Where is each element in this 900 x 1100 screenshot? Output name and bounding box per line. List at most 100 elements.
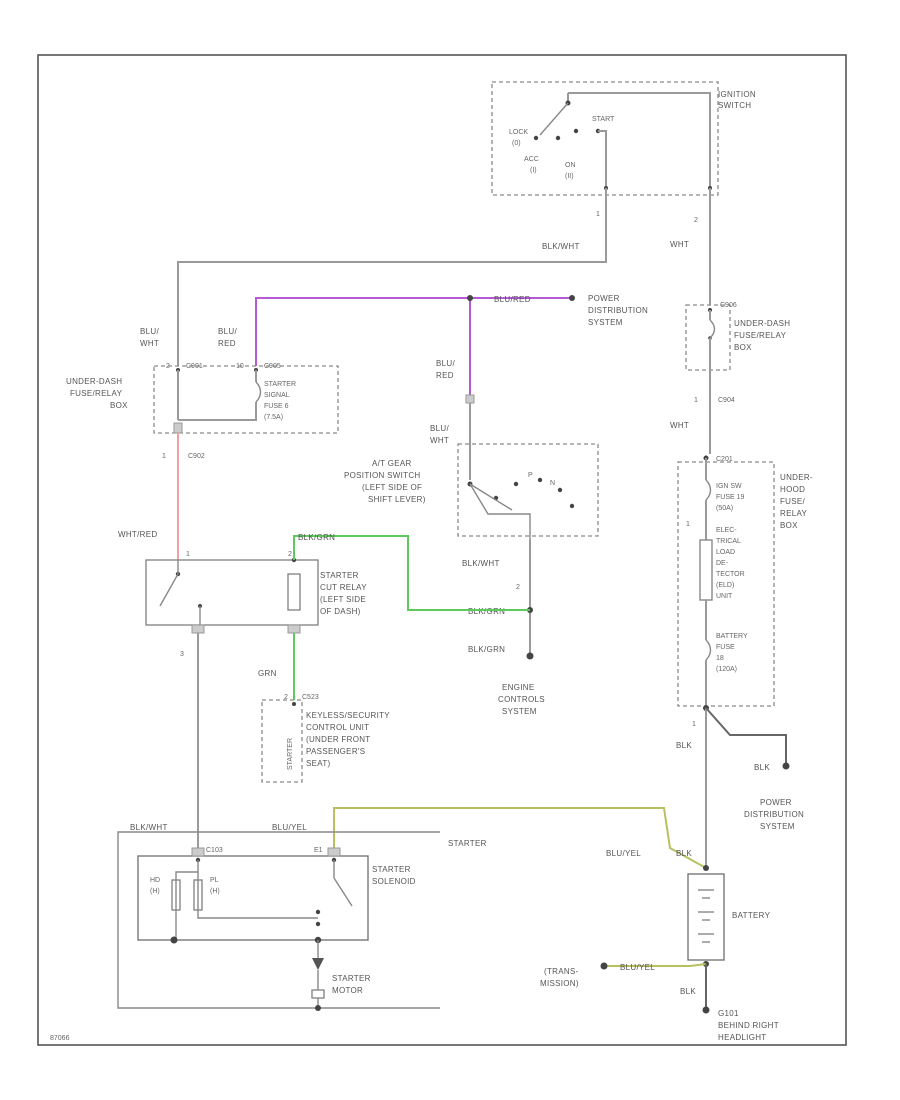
ground-g101: G101 BEHIND RIGHT HEADLIGHT <box>718 1009 779 1042</box>
starter-signal-fuse-1: STARTER <box>264 381 296 388</box>
keyless-3: (UNDER FRONT <box>306 735 370 744</box>
starter-signal-fuse-4: (7.5A) <box>264 414 283 421</box>
under-hood-5: BOX <box>780 521 798 530</box>
acc-label-2: (I) <box>530 167 537 174</box>
wire-label-blk-wht-gear: BLK/WHT <box>462 559 500 568</box>
wire-label-blk-pds: BLK <box>754 763 770 772</box>
wire-label-blk-wht-starter: BLK/WHT <box>130 823 168 832</box>
power-dist-top-3: SYSTEM <box>588 318 623 327</box>
lock-label-2: (0) <box>512 140 521 147</box>
under-hood-box: C201 UNDER- HOOD FUSE/ RELAY BOX IGN SW … <box>677 455 813 728</box>
wire-label-blk-grn-low: BLK/GRN <box>468 645 505 654</box>
under-hood-3: FUSE/ <box>780 497 806 506</box>
relay-2: CUT RELAY <box>320 583 367 592</box>
eld-3: LOAD <box>716 549 735 556</box>
eld-6: (ELD) <box>716 582 734 589</box>
wire-label-blu-wht-l2: WHT <box>140 339 159 348</box>
starter-title: STARTER <box>448 839 487 848</box>
under-dash-left-pin-10: 10 <box>236 363 244 370</box>
wire-blu-red-violet <box>255 297 570 366</box>
battery-label: BATTERY <box>732 911 771 920</box>
relay-3: (LEFT SIDE <box>320 595 366 604</box>
ign-sw-fuse-1: IGN SW <box>716 483 742 490</box>
starter-signal-fuse-3: FUSE 6 <box>264 403 289 410</box>
keyless-c523: C523 <box>302 694 319 701</box>
power-distribution-top: POWER DISTRIBUTION SYSTEM <box>588 294 648 327</box>
keyless-security-unit: 2 C523 STARTER KEYLESS/SECURITY CONTROL … <box>261 694 390 783</box>
wire-label-grn: GRN <box>258 669 277 678</box>
lock-label: LOCK <box>509 129 528 136</box>
hd-label: HD <box>150 877 160 884</box>
gear-switch-1: A/T GEAR <box>372 459 412 468</box>
under-dash-right-1: UNDER-DASH <box>734 319 790 328</box>
ignition-switch-title: IGNITION <box>718 90 756 99</box>
gear-n: N <box>550 480 555 487</box>
wire-label-blk-wht-top: BLK/WHT <box>542 242 580 251</box>
power-dist-right-2: DISTRIBUTION <box>744 810 804 819</box>
battery: BATTERY <box>687 865 771 967</box>
diagram-frame <box>37 54 847 1046</box>
gear-p: P <box>528 472 533 479</box>
starter-connector: C103 <box>206 847 223 854</box>
solenoid-1: STARTER <box>372 865 411 874</box>
starter-cut-relay: STARTER CUT RELAY (LEFT SIDE OF DASH) 1 … <box>145 551 367 658</box>
power-dist-right-3: SYSTEM <box>760 822 795 831</box>
battery-fuse-2: FUSE <box>716 644 735 651</box>
ecm-3: SYSTEM <box>502 707 537 716</box>
under-hood-1: UNDER- <box>780 473 813 482</box>
starter-motor-1: STARTER <box>332 974 371 983</box>
solenoid-2: SOLENOID <box>372 877 416 886</box>
under-hood-pin: 1 <box>686 521 690 528</box>
keyless-1: KEYLESS/SECURITY <box>306 711 390 720</box>
battery-fuse-3: 18 <box>716 655 724 662</box>
hd-label-2: (H) <box>150 888 160 895</box>
wire-label-blu-wht-l1: BLU/ <box>140 327 159 336</box>
keyless-4: PASSENGER'S <box>306 747 365 756</box>
keyless-5: SEAT) <box>306 759 331 768</box>
under-dash-left-pin-2: 2 <box>166 363 170 370</box>
power-dist-right-1: POWER <box>760 798 792 807</box>
keyless-2: CONTROL UNIT <box>306 723 369 732</box>
battery-fuse-1: BATTERY <box>716 633 748 640</box>
under-dash-left-3: BOX <box>110 401 128 410</box>
transmission: (TRANS- MISSION) <box>540 967 579 988</box>
under-dash-box-right: C906 UNDER-DASH FUSE/RELAY BOX 1 C904 WH… <box>670 302 790 454</box>
under-hood-2: HOOD <box>780 485 805 494</box>
eld-5: TECTOR <box>716 571 745 578</box>
relay-pin-1: 1 <box>186 551 190 558</box>
transmission-1: (TRANS- <box>544 967 579 976</box>
wire-label-blk-grn-mid: BLK/GRN <box>468 607 505 616</box>
wire-label-wht-red: WHT/RED <box>118 530 157 539</box>
acc-label: ACC <box>524 156 539 163</box>
ground-3: HEADLIGHT <box>718 1033 767 1042</box>
pl-label-2: (H) <box>210 888 220 895</box>
starter-motor-2: MOTOR <box>332 986 363 995</box>
wire-label-blu-red-gear-1: BLU/ <box>436 359 455 368</box>
ground-1: G101 <box>718 1009 739 1018</box>
under-dash-right-2: FUSE/RELAY <box>734 331 787 340</box>
keyless-vertical: STARTER <box>287 738 294 770</box>
wire-label-blu-red-l1: BLU/ <box>218 327 237 336</box>
starter-e1: E1 <box>314 847 323 854</box>
eld-4: DE- <box>716 560 729 567</box>
wire-blk-wht-top <box>177 188 607 366</box>
wire-label-blu-red-l2: RED <box>218 339 236 348</box>
power-distribution-right: POWER DISTRIBUTION SYSTEM <box>744 798 804 831</box>
under-hood-connector: C201 <box>716 456 733 463</box>
wire-label-blu-yel-starter: BLU/YEL <box>272 823 307 832</box>
under-hood-4: RELAY <box>780 509 808 518</box>
at-gear-position-switch: BLU/ RED BLU/ WHT P N A/T GEAR POSITION … <box>344 359 599 660</box>
wire-label-blu-red-gear-2: RED <box>436 371 454 380</box>
under-dash-box-left: C901 2 C905 10 UNDER-DASH FUSE/RELAY BOX… <box>66 363 339 460</box>
keyless-pin: 2 <box>284 694 288 701</box>
under-dash-right-pin: 1 <box>694 397 698 404</box>
starter-assembly: STARTER C103 E1 HD (H) PL (H) STARTER SO… <box>117 831 487 1011</box>
pl-label: PL <box>210 877 219 884</box>
battery-fuse-4: (120A) <box>716 666 737 673</box>
ignition-switch-title-2: SWITCH <box>718 101 751 110</box>
wire-label-wht-top: WHT <box>670 240 689 249</box>
wire-label-blk-grn-relay: BLK/GRN <box>298 533 335 542</box>
under-dash-left-c902: C902 <box>188 453 205 460</box>
relay-pin-3: 3 <box>180 651 184 658</box>
